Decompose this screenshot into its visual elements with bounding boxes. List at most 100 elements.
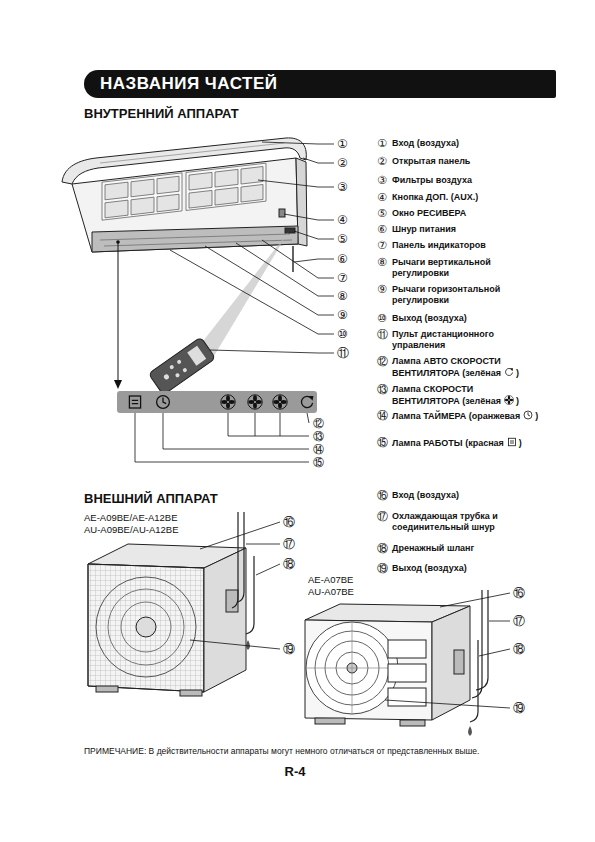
callout-number: ⑱ xyxy=(377,542,388,554)
callout-number: ④ xyxy=(377,191,387,203)
callout-number: ⑥ xyxy=(377,223,387,235)
callout-number: ⑲ xyxy=(377,562,388,574)
callout-number-block: ⑨ xyxy=(377,283,387,296)
part-label-block: Лампа СКОРОСТИ ВЕНТИЛЯТОРА (зелёная) xyxy=(392,384,542,407)
part-label: Пульт дистанционного управления xyxy=(392,329,494,350)
part-label: Окно РЕСИВЕРА xyxy=(392,208,466,218)
title-text: НАЗВАНИЯ ЧАСТЕЙ xyxy=(100,74,277,94)
callout-number: ⑪ xyxy=(337,346,349,360)
callout-number-block: ⑱ xyxy=(513,642,525,657)
section-heading: ВНЕШНИЙ АППАРАТ xyxy=(84,491,218,506)
note: ПРИМЕЧАНИЕ: В действительности аппараты … xyxy=(84,746,479,756)
callout-number: ② xyxy=(337,156,348,170)
callout-number: ⑬ xyxy=(377,383,388,395)
callout-number-block: ⑬ xyxy=(377,383,388,396)
callout-number: ① xyxy=(377,137,387,149)
part-label-block: Выход (воздуха) xyxy=(392,313,542,324)
callout-number-block: ③ xyxy=(377,174,387,187)
part-label-block: Кнопка ДОП. (AUX.) xyxy=(392,192,542,203)
part-label: ) xyxy=(519,438,522,448)
part-label-block: Открытая панель xyxy=(392,156,542,167)
callout-number-block: ⑫ xyxy=(377,355,388,368)
callout-number: ① xyxy=(337,137,348,151)
callout-number-block: ④ xyxy=(337,213,348,228)
callout-number-block: ① xyxy=(337,137,348,152)
callout-number-block: ④ xyxy=(377,191,387,204)
part-label: Открытая панель xyxy=(392,156,470,166)
lamp-icon xyxy=(504,395,514,405)
model-label: AE-A07BE xyxy=(308,574,353,585)
callout-number-block: ⑮ xyxy=(377,436,388,449)
part-label: Рычаги вертикальной регулировки xyxy=(392,257,491,278)
page-number: R-4 xyxy=(285,764,306,779)
part-label-block: Вход (воздуха) xyxy=(392,138,542,149)
callout-number: ④ xyxy=(337,213,348,227)
callout-number-block: ⑫ xyxy=(313,417,324,430)
part-label-block: Охлаждающая трубка и соединительный шнур xyxy=(392,511,542,533)
model-label: AU-A07BE xyxy=(308,586,354,597)
part-label: ) xyxy=(516,396,519,406)
section-heading: ВНУТРЕННИЙ АППАРАТ xyxy=(84,106,239,121)
callout-number-block: ⑰ xyxy=(513,614,525,629)
callout-number: ⑱ xyxy=(513,642,525,656)
model-label-block: AU-A09BE/AU-A12BE xyxy=(84,524,179,536)
callout-number-block: ① xyxy=(377,137,387,150)
callout-number-block: ⑲ xyxy=(283,642,295,657)
part-label-block: Рычаги вертикальной регулировки xyxy=(392,257,542,279)
callout-number-block: ⑯ xyxy=(513,586,525,601)
callout-number-block: ⑱ xyxy=(377,542,388,555)
callout-number: ⑮ xyxy=(377,436,388,448)
lamp-icon xyxy=(507,437,517,447)
callout-number: ② xyxy=(377,155,387,167)
callout-number: ⑧ xyxy=(377,256,387,268)
callout-number: ⑩ xyxy=(337,327,348,341)
callout-number-block: ⑦ xyxy=(337,271,348,286)
part-label-block: Дренажный шланг xyxy=(392,543,542,554)
callout-number-block: ⑦ xyxy=(377,239,387,252)
callout-number-block: ③ xyxy=(337,180,348,195)
callout-number-block: ⑪ xyxy=(377,328,388,341)
callout-number: ⑤ xyxy=(377,207,387,219)
callout-number: ⑯ xyxy=(283,515,295,529)
part-label: Шнур питания xyxy=(392,224,456,234)
part-label: Лампа АВТО СКОРОСТИ ВЕНТИЛЯТОРА (зелёная xyxy=(392,356,501,378)
part-label: Панель индикаторов xyxy=(392,240,486,250)
part-label: Охлаждающая трубка и соединительный шнур xyxy=(392,511,498,532)
callout-number: ⑱ xyxy=(283,557,295,571)
callout-number: ⑰ xyxy=(513,614,525,628)
callout-number-block: ⑥ xyxy=(377,223,387,236)
callout-number: ⑦ xyxy=(377,239,387,251)
callout-number-block: ⑭ xyxy=(313,443,324,456)
part-label-block: Лампа РАБОТЫ (красная) xyxy=(392,437,542,449)
note-block: ПРИМЕЧАНИЕ: В действительности аппараты … xyxy=(84,746,554,756)
section-heading-block: ВНУТРЕННИЙ АППАРАТ xyxy=(84,106,239,122)
model-label: AE-A09BE/AE-A12BE xyxy=(84,512,177,523)
part-label-block: Панель индикаторов xyxy=(392,240,542,251)
callout-number: ⑫ xyxy=(377,355,388,367)
callout-number: ⑨ xyxy=(377,283,387,295)
callout-number-block: ② xyxy=(377,155,387,168)
callout-number: ⑨ xyxy=(337,308,348,322)
part-label: Выход (воздуха) xyxy=(392,313,467,323)
callout-number-block: ⑥ xyxy=(337,252,348,267)
page-number-block: R-4 xyxy=(260,764,330,780)
part-label-block: Пульт дистанционного управления xyxy=(392,329,542,351)
part-label-block: Окно РЕСИВЕРА xyxy=(392,208,542,219)
callout-number: ⑦ xyxy=(337,271,348,285)
callout-number-block: ⑯ xyxy=(283,515,295,530)
callout-number: ⑰ xyxy=(377,510,388,522)
part-label: Фильтры воздуха xyxy=(392,175,472,185)
callout-number-block: ⑤ xyxy=(377,207,387,220)
callout-number: ③ xyxy=(377,174,387,186)
callout-number-block: ⑯ xyxy=(377,489,388,502)
part-label: Вход (воздуха) xyxy=(392,138,459,148)
callout-number: ⑭ xyxy=(377,409,388,421)
part-label: ) xyxy=(516,368,519,378)
callout-number-block: ⑰ xyxy=(377,510,388,523)
callout-number-block: ⑱ xyxy=(283,557,295,572)
part-label-block: Фильтры воздуха xyxy=(392,175,542,186)
callout-number: ⑯ xyxy=(377,489,388,501)
callout-number-block: ⑤ xyxy=(337,232,348,247)
callout-number-block: ⑧ xyxy=(337,289,348,304)
